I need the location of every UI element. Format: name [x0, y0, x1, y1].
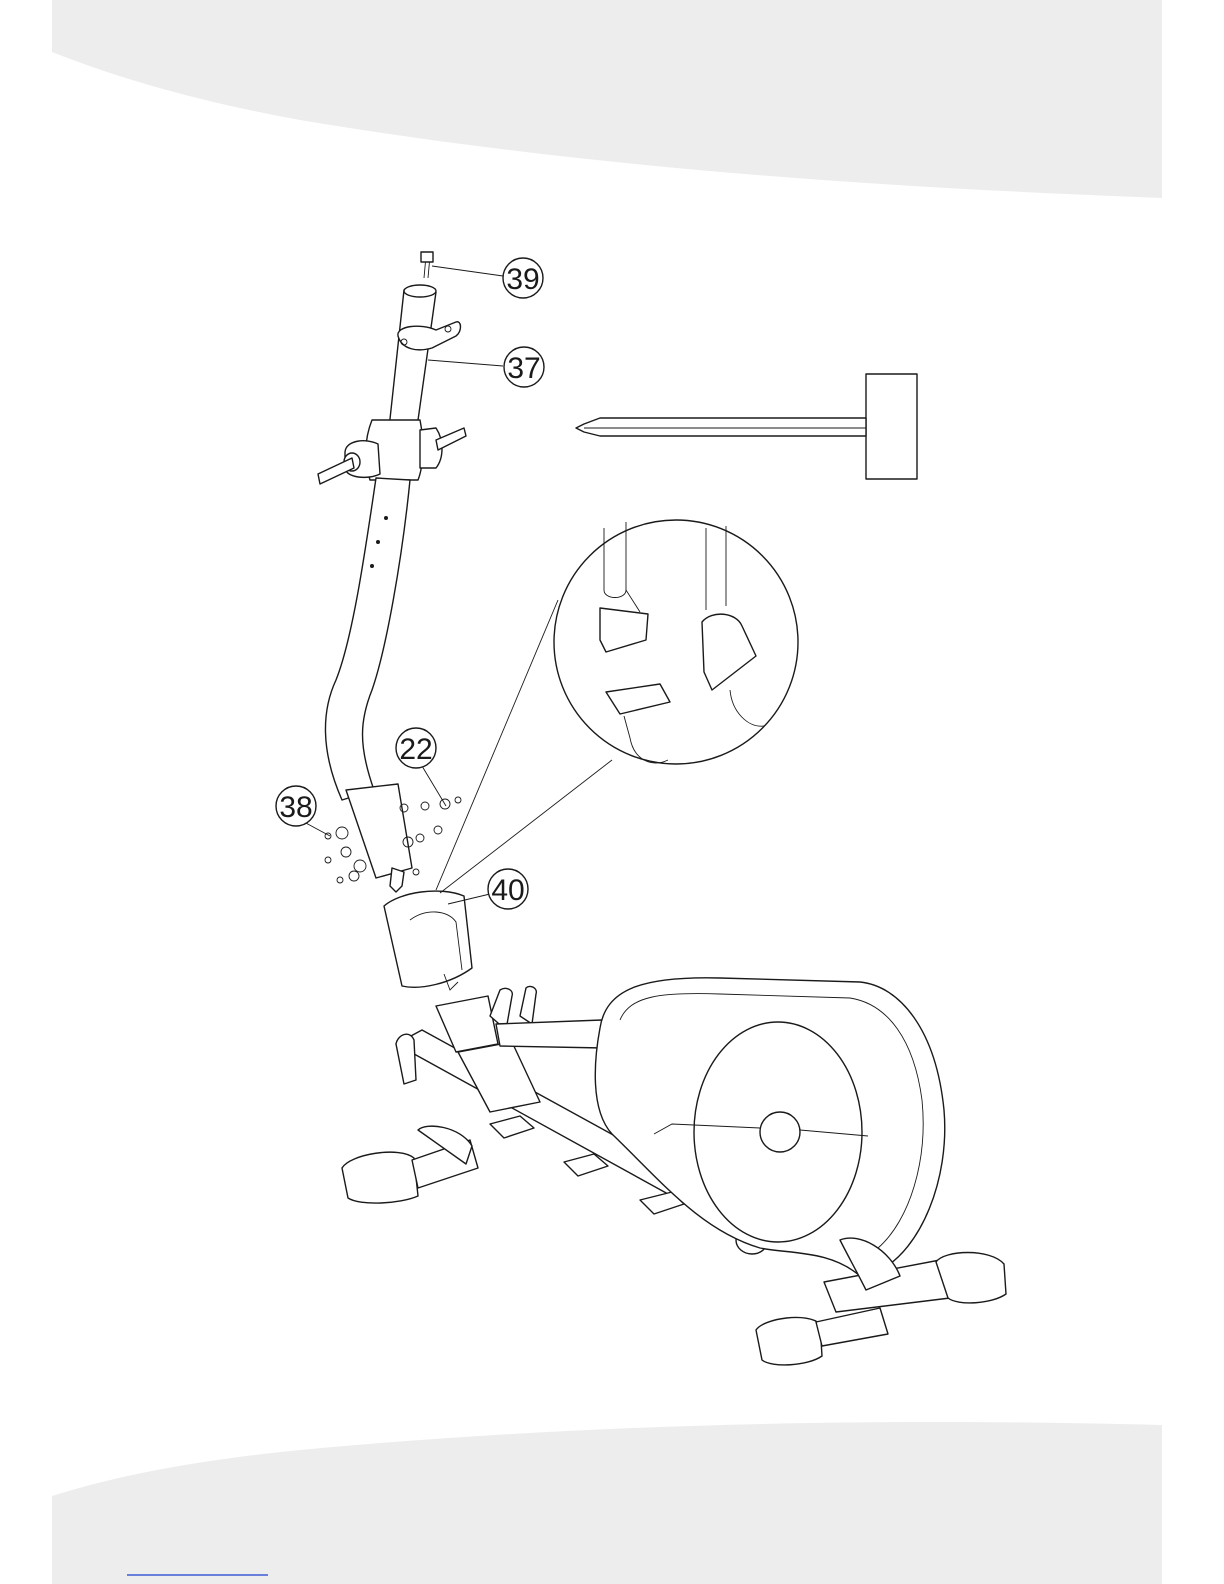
callout-39: 39: [432, 258, 543, 298]
callout-37: 37: [428, 347, 544, 387]
screwdriver-icon: [576, 374, 917, 479]
connector-detail-icon: [436, 520, 798, 893]
top-band: [52, 0, 1162, 198]
svg-text:38: 38: [279, 791, 312, 824]
svg-text:22: 22: [399, 733, 432, 766]
handlebar-post: [318, 252, 466, 892]
svg-text:39: 39: [506, 263, 539, 296]
svg-text:40: 40: [491, 874, 524, 907]
bolts-38: [325, 827, 366, 883]
bottom-band: [52, 1422, 1162, 1584]
callout-22: 22: [396, 728, 446, 806]
trainer-base: [342, 978, 1006, 1365]
callout-38: 38: [276, 786, 330, 836]
shroud-cover: [384, 891, 472, 990]
svg-text:37: 37: [507, 352, 540, 385]
